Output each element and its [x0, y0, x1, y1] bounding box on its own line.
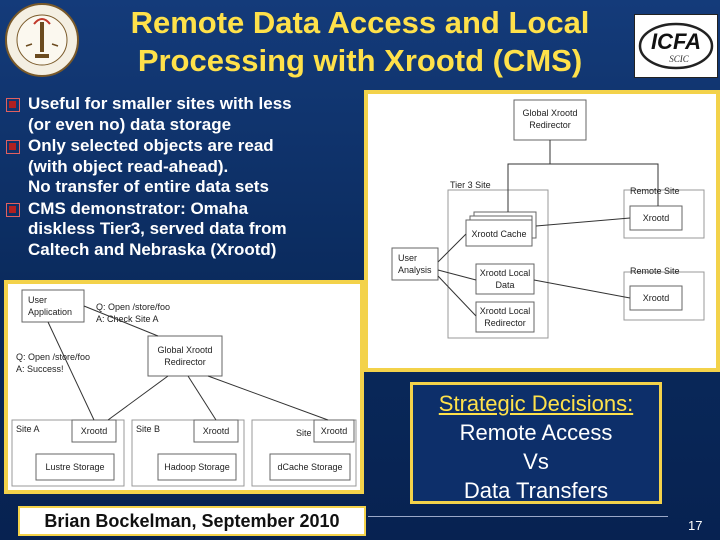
strategic-line: Vs [523, 449, 549, 474]
strategic-line: Remote Access [459, 420, 613, 445]
diagram-label: Site C [296, 428, 321, 438]
diagram-label: Q: Open /store/foo [96, 302, 170, 312]
title-line-2: Processing with Xrootd (CMS) [137, 43, 583, 78]
diagram-label: Analysis [398, 265, 432, 275]
strategic-line: Data Transfers [463, 478, 609, 503]
diagram-label: Redirector [529, 120, 571, 130]
diagram-label: Lustre Storage [45, 462, 104, 472]
diagram-label: User [28, 295, 47, 305]
icfa-logo-sub: SCIC [669, 54, 690, 64]
diagram-label: Xrootd [203, 426, 230, 436]
diagram-label: Xrootd [643, 213, 670, 223]
bullet-text: Only selected objects are read (with obj… [28, 136, 274, 196]
diagram-label: Remote Site [630, 266, 680, 276]
diagram-label: Xrootd [643, 293, 670, 303]
bullet-square-icon [6, 140, 20, 154]
bullet-text: Useful for smaller sites with less (or e… [28, 94, 292, 134]
diagram-label: Xrootd Local [480, 268, 531, 278]
bullet-square-icon [6, 98, 20, 112]
diagram-label: Data [495, 280, 514, 290]
bullet-item: CMS demonstrator: Omaha diskless Tier3, … [4, 199, 364, 261]
diagram-label: Hadoop Storage [164, 462, 230, 472]
diagram-label: User [398, 253, 417, 263]
bullet-item: Only selected objects are read (with obj… [4, 136, 364, 198]
footer-author: Brian Bockelman, September 2010 [18, 506, 366, 536]
diagram-label: A: Check Site A [96, 314, 159, 324]
title-line-1: Remote Data Access and Local [130, 5, 590, 40]
strategic-decisions-box: Strategic Decisions: Remote Access Vs Da… [410, 382, 662, 504]
diagram-label: Redirector [164, 357, 206, 367]
diagram-label: Xrootd [81, 426, 108, 436]
page-number: 17 [688, 518, 703, 533]
diagram-label: A: Success! [16, 364, 64, 374]
strategic-heading: Strategic Decisions: [438, 391, 634, 416]
diagram-label: Remote Site [630, 186, 680, 196]
diagram-label: dCache Storage [277, 462, 342, 472]
diagram-label: Global Xrootd [522, 108, 577, 118]
tier3-architecture-diagram: Global Xrootd Redirector Tier 3 Site Xro… [364, 90, 720, 372]
diagram-label: Xrootd Local [480, 306, 531, 316]
slide-title: Remote Data Access and Local Processing … [90, 4, 630, 80]
icfa-logo: ICFA SCIC [634, 14, 718, 78]
footer-divider [368, 516, 668, 517]
diagram-label: Tier 3 Site [450, 180, 491, 190]
diagram-label: Global Xrootd [157, 345, 212, 355]
diagram-label: Site B [136, 424, 160, 434]
bullet-text: CMS demonstrator: Omaha diskless Tier3, … [28, 198, 287, 259]
bullet-square-icon [6, 202, 20, 217]
icfa-logo-text: ICFA [651, 29, 701, 54]
diagram-label: Application [28, 307, 72, 317]
diagram-label: Q: Open /store/foo [16, 352, 90, 362]
bullet-item: Useful for smaller sites with less (or e… [4, 94, 364, 135]
bullet-list: Useful for smaller sites with less (or e… [4, 94, 364, 261]
diagram-label: Xrootd Cache [471, 229, 526, 239]
caltech-seal-logo [5, 3, 79, 77]
diagram-label: Site A [16, 424, 40, 434]
diagram-label: Xrootd [321, 426, 348, 436]
diagram-label: Redirector [484, 318, 526, 328]
xrootd-federation-diagram: User Application Q: Open /store/foo A: C… [4, 280, 364, 494]
